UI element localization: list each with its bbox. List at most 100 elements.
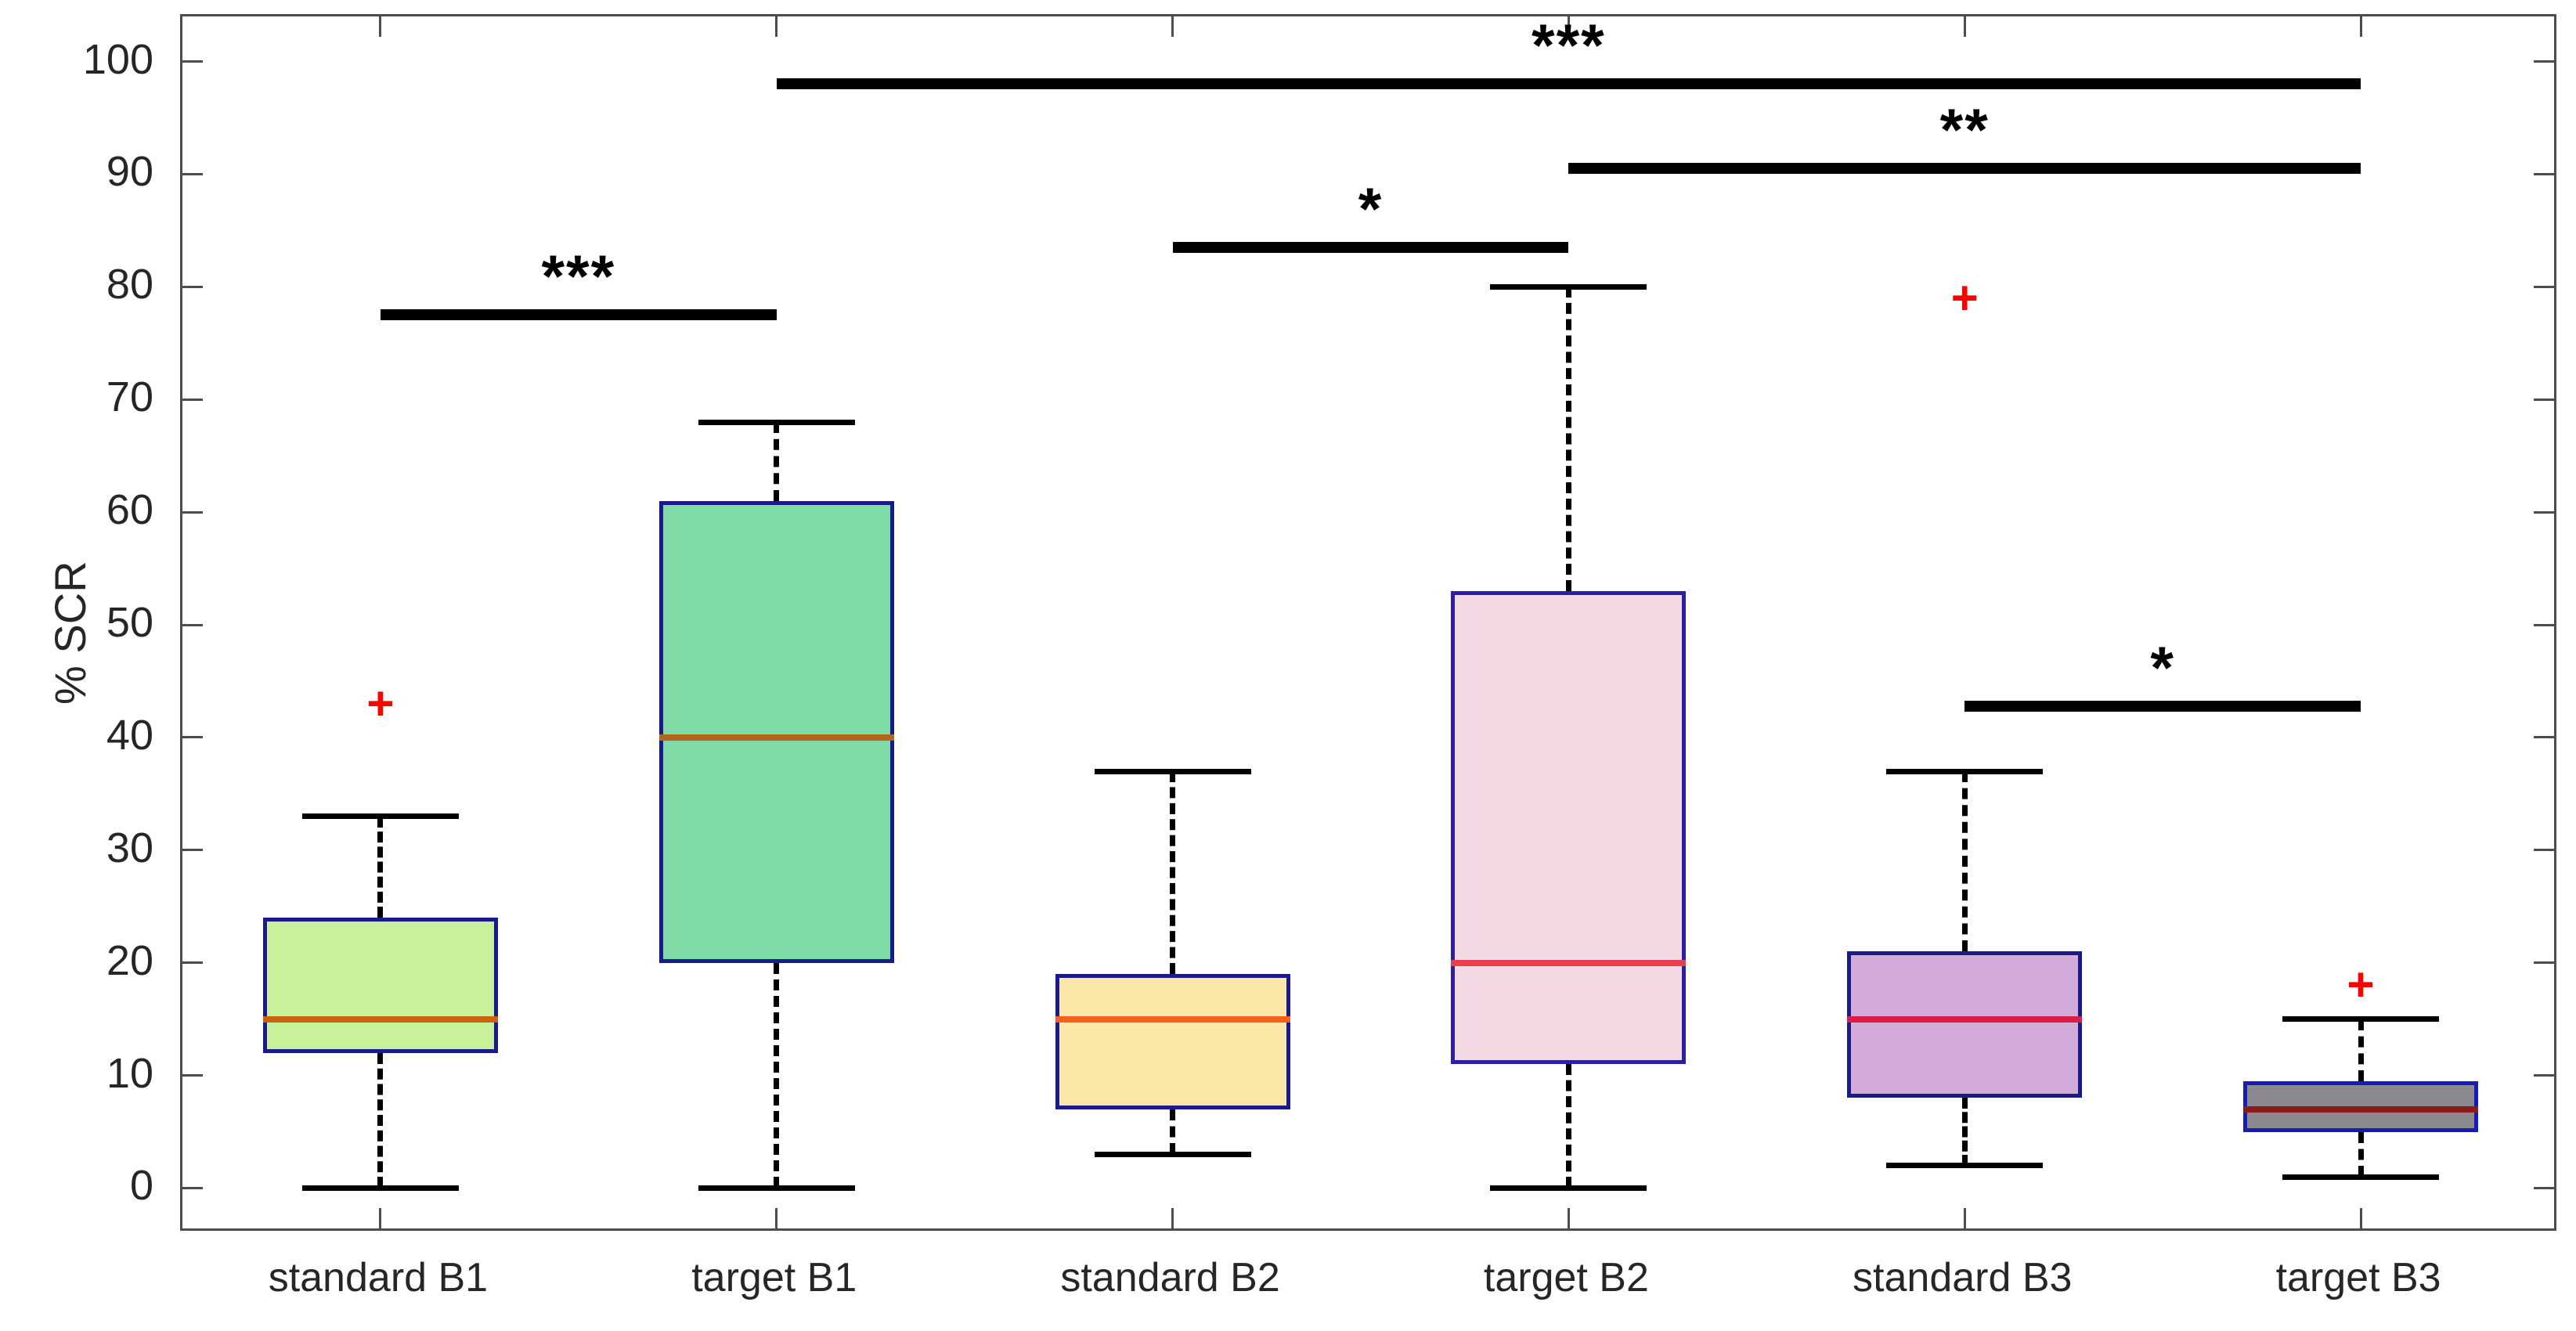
- significance-stars: *: [1358, 175, 1384, 243]
- significance-stars: ***: [1532, 13, 1606, 80]
- significance-bar: [1172, 241, 1569, 253]
- median-line: [1847, 1015, 2083, 1023]
- y-tick-mark: [182, 961, 203, 965]
- whisker-cap-upper: [2282, 1016, 2440, 1023]
- box-plot-group: [182, 16, 2554, 1228]
- whisker-cap-lower: [1490, 1185, 1647, 1191]
- significance-bar: [380, 309, 777, 321]
- box-iqr: [1847, 951, 2083, 1098]
- y-tick-label: 30: [106, 824, 153, 871]
- median-line: [262, 1015, 498, 1023]
- x-tick-mark: [775, 1208, 778, 1228]
- box-iqr: [658, 500, 894, 963]
- x-tick-label-standard-b1: standard B1: [268, 1255, 489, 1300]
- x-tick-mark: [1171, 1208, 1174, 1228]
- box-iqr: [1451, 590, 1687, 1065]
- box-plot-group: +: [182, 16, 2554, 1228]
- y-tick-mark-right: [2534, 849, 2554, 852]
- x-tick-mark-top: [2359, 16, 2362, 37]
- whisker-upper: [377, 816, 384, 918]
- y-tick-mark: [182, 398, 203, 401]
- y-tick-mark: [182, 1074, 203, 1077]
- y-tick-mark: [182, 1186, 203, 1189]
- y-tick-label: 20: [106, 936, 153, 984]
- median-line: [1451, 959, 1687, 966]
- significance-bar: [1964, 700, 2361, 712]
- whisker-upper: [1961, 771, 1968, 952]
- y-tick-mark-right: [2534, 172, 2554, 175]
- y-tick-label: 60: [106, 486, 153, 534]
- x-tick-label-target-b3: target B3: [2275, 1255, 2441, 1300]
- y-tick-label: 50: [106, 599, 153, 646]
- x-tick-mark-top: [1567, 16, 1570, 37]
- whisker-cap-upper: [1490, 283, 1647, 290]
- whisker-upper: [1170, 771, 1176, 975]
- y-tick-mark-right: [2534, 961, 2554, 965]
- x-tick-mark-top: [1171, 16, 1174, 37]
- whisker-lower: [1170, 1109, 1176, 1155]
- y-tick-mark-right: [2534, 1074, 2554, 1077]
- significance-stars: ***: [541, 243, 616, 311]
- x-tick-label-target-b1: target B1: [691, 1255, 857, 1300]
- whisker-upper: [1565, 287, 1571, 591]
- box-plot-group: [182, 16, 2554, 1228]
- whisker-lower: [377, 1052, 384, 1189]
- median-line: [658, 734, 894, 741]
- x-tick-mark: [2359, 1208, 2362, 1228]
- median-line: [2243, 1106, 2479, 1113]
- significance-bar: [1568, 163, 2361, 175]
- box-plot-group: +: [182, 16, 2554, 1228]
- x-tick-mark: [379, 1208, 382, 1228]
- y-tick-mark-right: [2534, 60, 2554, 63]
- box-iqr: [1055, 974, 1290, 1109]
- whisker-lower: [2358, 1131, 2364, 1178]
- y-tick-mark: [182, 60, 203, 63]
- y-tick-mark-right: [2534, 510, 2554, 514]
- whisker-cap-lower: [1094, 1151, 1251, 1157]
- y-tick-mark: [182, 736, 203, 739]
- x-tick-mark: [1963, 1208, 1966, 1228]
- y-tick-mark-right: [2534, 285, 2554, 288]
- whisker-cap-lower: [301, 1185, 459, 1191]
- y-tick-mark: [182, 510, 203, 514]
- box-plot-group: [182, 16, 2554, 1228]
- y-tick-label: 90: [106, 148, 153, 196]
- y-tick-mark: [182, 849, 203, 852]
- whisker-cap-upper: [301, 813, 459, 820]
- x-tick-mark-top: [379, 16, 382, 37]
- plot-area: +++ **********: [180, 14, 2556, 1231]
- box-plot-group: +: [182, 16, 2554, 1228]
- significance-stars: **: [1939, 97, 1990, 164]
- y-tick-label: 70: [106, 373, 153, 421]
- x-tick-label-standard-b3: standard B3: [1853, 1255, 2073, 1300]
- x-tick-label-standard-b2: standard B2: [1060, 1255, 1280, 1300]
- whisker-cap-lower: [2282, 1174, 2440, 1180]
- x-tick-mark-top: [1963, 16, 1966, 37]
- x-tick-mark-top: [775, 16, 778, 37]
- whisker-upper: [774, 422, 780, 501]
- whisker-lower: [1961, 1098, 1968, 1166]
- y-tick-mark: [182, 623, 203, 626]
- box-iqr: [262, 918, 498, 1053]
- x-tick-label-target-b2: target B2: [1483, 1255, 1649, 1300]
- y-tick-label: 80: [106, 261, 153, 308]
- whisker-cap-lower: [698, 1185, 855, 1191]
- y-tick-label: 0: [129, 1162, 153, 1210]
- whisker-cap-upper: [698, 419, 855, 425]
- y-tick-label: 10: [106, 1049, 153, 1097]
- whisker-lower: [774, 962, 780, 1189]
- y-tick-label: 40: [106, 711, 153, 759]
- y-tick-mark: [182, 172, 203, 175]
- significance-bar: [776, 78, 2361, 90]
- whisker-lower: [1565, 1064, 1571, 1189]
- whisker-cap-upper: [1094, 768, 1251, 774]
- y-tick-mark: [182, 285, 203, 288]
- whisker-cap-lower: [1886, 1163, 2044, 1169]
- significance-stars: *: [2150, 634, 2175, 702]
- y-tick-label: 100: [82, 35, 153, 83]
- y-tick-mark-right: [2534, 623, 2554, 626]
- whisker-cap-upper: [1886, 768, 2044, 774]
- y-tick-mark-right: [2534, 398, 2554, 401]
- whisker-upper: [2358, 1019, 2364, 1081]
